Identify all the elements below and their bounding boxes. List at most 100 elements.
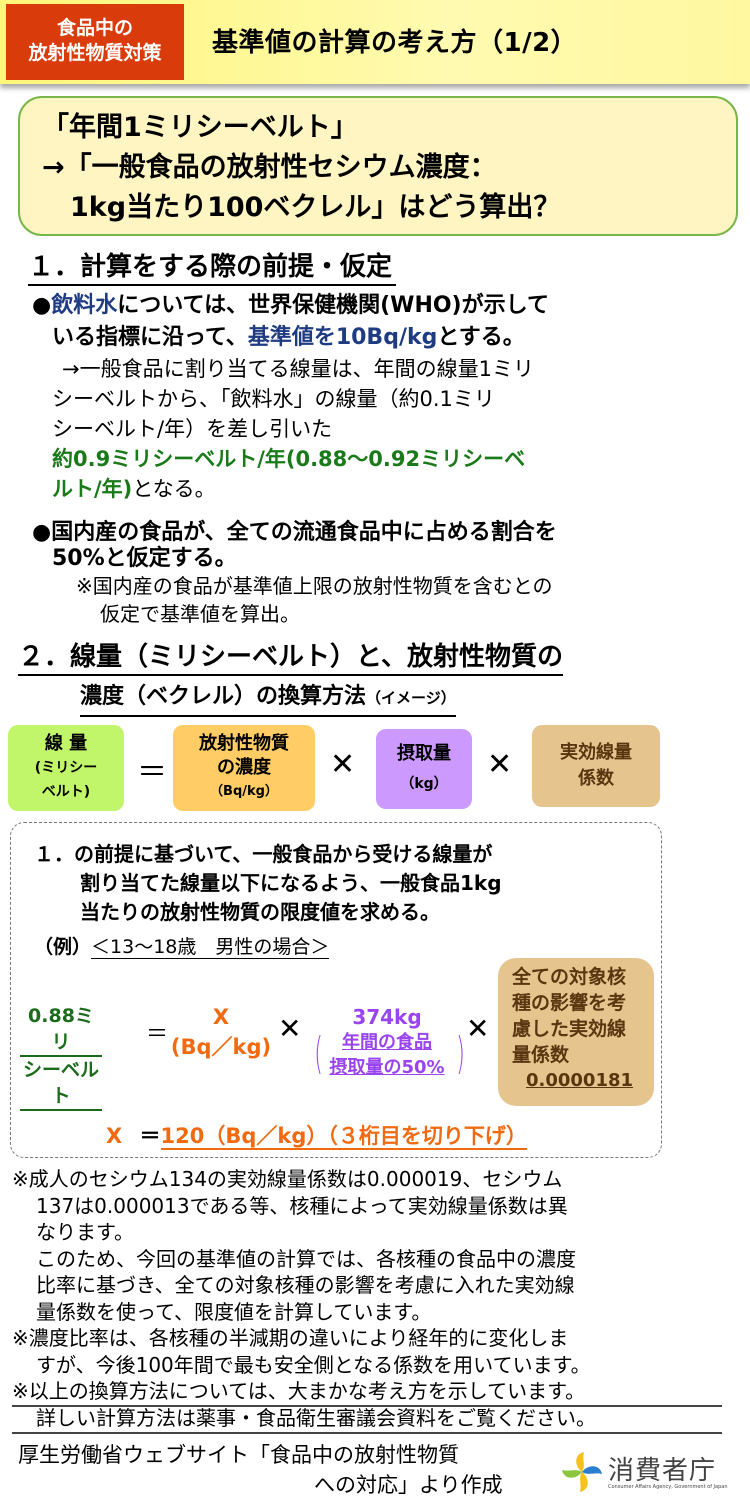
source-credit: 厚生労働省ウェブサイト「食品中の放射性物質 への対応」より作成 [18, 1440, 503, 1500]
note-2-line-1: ※濃度比率は、各核種の半減期の違いにより経年的に変化しま [12, 1326, 569, 1350]
multiply-icon: ✕ [278, 1012, 302, 1045]
multiply-icon: ✕ [487, 747, 513, 782]
section-1-bullet-1: ●飲料水については、世界保健機関(WHO)が示して いる指標に沿って、基準値を1… [32, 290, 732, 504]
example-intro-line-2: 割り当てた線量以下になるよう、一般食品1kg [80, 871, 502, 895]
bullet-2-line-1: 国内産の食品が、全ての流通食品中に占める割合を [51, 520, 557, 545]
question-line-3: 1kg当たり100ベクレル」はどう算出？ [70, 192, 561, 223]
example-x-unit: (Bq／kg) [170, 1035, 272, 1059]
example-intake-note-2: 摂取量の50% [329, 1057, 445, 1078]
concentration-label-2: の濃度 [217, 757, 271, 778]
note-1-line-4: このため、今回の基準値の計算では、各核種の食品中の濃度 [36, 1246, 576, 1271]
example-unknown: X (Bq／kg) [165, 1002, 277, 1062]
standard-value-highlight: 基準値を10Bq/kg [247, 325, 438, 350]
multiply-icon: ✕ [466, 1012, 490, 1045]
result-x: X [106, 1124, 123, 1148]
section-2-heading-text: ２．線量（ミリシーベルト）と、放射性物質の [18, 642, 563, 676]
result-equals: ＝ [139, 1124, 161, 1148]
bullet-marker: ● [32, 293, 52, 318]
page-header: 食品中の 放射性物質対策 基準値の計算の考え方（1/2） [0, 0, 750, 84]
example-dose: 0.88ミリ シーベルト [20, 1003, 102, 1111]
dose-box: 線 量 (ミリシー ベルト) [8, 725, 124, 811]
section-2-heading-suffix: （イメージ） [366, 689, 456, 707]
example-prefix: （例） [34, 936, 92, 958]
source-line-1: 厚生労働省ウェブサイト「食品中の放射性物質 [18, 1443, 459, 1467]
page-title: 基準値の計算の考え方（1/2） [212, 28, 578, 58]
example-calculation-box [10, 822, 662, 1158]
section-2-heading-line-2: 濃度（ベクレル）の換算方法（イメージ） [80, 678, 456, 717]
question-box: 「年間1ミリシーベルト」 →「一般食品の放射性セシウム濃度： 1kg当たり100… [18, 96, 738, 236]
coefficient-label-2: 係数 [578, 768, 614, 789]
note-3-line-2: 詳しい計算方法は薬事・食品衛生審議会資料をご覧ください。 [36, 1405, 596, 1430]
note-1-line-2: 137は0.000013である等、核種によって実効線量係数は異 [36, 1193, 568, 1218]
detail-end: となる。 [132, 477, 216, 501]
detail-line-1: →一般食品に割り当てる線量は、年間の線量1ミリ [62, 357, 534, 381]
example-x: X [212, 1005, 230, 1029]
coefficient-box: 実効線量 係数 [532, 725, 660, 807]
example-result: X ＝120（Bq／kg）（３桁目を切り下げ） [106, 1120, 527, 1150]
allocated-dose-highlight: 約0.9ミリシーベルト/年(0.88～0.92ミリシーベ [52, 447, 526, 471]
coef-line-4: 量係数 [512, 1044, 570, 1066]
note-2-line-2: すが、今後100年間で最も安全側となる係数を用いています。 [36, 1352, 591, 1377]
bullet-marker: ● [32, 520, 52, 545]
example-intake-note-1: 年間の食品 [342, 1032, 432, 1053]
logo-subtext: Consumer Affairs Agency, Government of J… [608, 1484, 728, 1490]
bullet-2-note-1: ※国内産の食品が基準値上限の放射性物質を含むとの [76, 574, 553, 598]
example-equals: ＝ [146, 1022, 169, 1047]
badge-line-2: 放射性物質対策 [28, 42, 162, 64]
right-paren: ) [456, 1028, 465, 1079]
concentration-label-1: 放射性物質 [199, 733, 289, 754]
bullet-1-text-3: とする。 [437, 325, 525, 350]
divider [12, 1405, 722, 1407]
bullet-2-note-2: 仮定で基準値を算出。 [100, 602, 300, 626]
example-intro: １．の前提に基づいて、一般食品から受ける線量が 割り当てた線量以下になるよう、一… [34, 840, 502, 927]
drinking-water-highlight: 飲料水 [51, 293, 118, 318]
example-coefficient-box: 全ての対象核 種の影響を考 慮した実効線 量係数 0.0000181 [498, 958, 654, 1106]
logo-text: 消費者庁 [608, 1456, 717, 1486]
example-case: （例）＜13～18歳 男性の場合＞ [34, 932, 330, 959]
note-1-line-3: なります。 [36, 1220, 134, 1244]
example-dose-numerator: 0.88ミリ [20, 1003, 102, 1057]
coef-line-2: 種の影響を考 [512, 992, 627, 1014]
note-1-line-5: 比率に基づき、全ての対象核種の影響を考慮に入れた実効線 [36, 1273, 575, 1297]
detail-line-2: シーベルトから、「飲料水」の線量（約0.1ミリ [52, 387, 495, 411]
consumer-affairs-agency-logo: 消費者庁 Consumer Affairs Agency, Government… [560, 1450, 740, 1496]
bullet-1-text: については、世界保健機関(WHO)が示して [117, 293, 549, 318]
coef-value: 0.0000181 [526, 1070, 634, 1091]
source-line-2: への対応」より作成 [314, 1473, 503, 1497]
dose-label: 線 量 [44, 733, 88, 754]
example-intake-value: 374kg [352, 1005, 422, 1029]
coef-line-3: 慮した実効線 [512, 1018, 627, 1040]
example-case-label: ＜13～18歳 男性の場合＞ [91, 936, 330, 959]
section-1-bullet-2: ●国内産の食品が、全ての流通食品中に占める割合を 50%と仮定する。 ※国内産の… [32, 520, 732, 628]
concentration-unit: （Bq/kg） [210, 784, 278, 799]
divider [12, 1432, 722, 1434]
allocated-dose-highlight-2: ルト/年) [52, 477, 133, 501]
question-line-1: 「年間1ミリシーベルト」 [42, 112, 358, 143]
detail-line-3: シーベルト/年）を差し引いた [52, 417, 333, 441]
coefficient-label-1: 実効線量 [560, 742, 632, 763]
intake-unit: （kg） [400, 776, 448, 792]
bullet-2-line-2: 50%と仮定する。 [52, 546, 237, 571]
example-dose-denominator: シーベルト [20, 1057, 102, 1111]
badge-line-1: 食品中の [56, 17, 133, 39]
concentration-box: 放射性物質 の濃度 （Bq/kg） [173, 725, 315, 811]
question-line-2: →「一般食品の放射性セシウム濃度： [42, 152, 497, 183]
multiply-icon: ✕ [330, 747, 356, 782]
bullet-1-text-2: いる指標に沿って、 [52, 325, 248, 350]
dose-unit-1: (ミリシー [34, 760, 98, 776]
left-paren: ( [314, 1028, 323, 1079]
intake-label: 摂取量 [397, 743, 451, 764]
footnotes: ※成人のセシウム134の実効線量係数は0.000019、セシウム 137は0.0… [12, 1166, 742, 1431]
dose-unit-2: ベルト) [41, 784, 91, 800]
intake-box: 摂取量 （kg） [376, 729, 472, 809]
example-intro-line-3: 当たりの放射性物質の限度値を求める。 [80, 900, 440, 924]
section-2-heading-line-1: ２．線量（ミリシーベルト）と、放射性物質の [18, 640, 563, 676]
conversion-formula: 線 量 (ミリシー ベルト) ＝ 放射性物質 の濃度 （Bq/kg） ✕ 摂取量… [0, 725, 750, 811]
note-1-line-6: 量係数を使って、限度値を計算しています。 [36, 1299, 432, 1324]
result-value: 120（Bq／kg）（３桁目を切り下げ） [160, 1124, 527, 1150]
note-3-line-1: ※以上の換算方法については、大まかな考え方を示しています。 [12, 1379, 586, 1403]
note-1-line-1: ※成人のセシウム134の実効線量係数は0.000019、セシウム [12, 1167, 563, 1191]
example-intake: 374kg 年間の食品 摂取量の50% [320, 1005, 454, 1080]
section-1-heading: １．計算をする際の前提・仮定 [28, 250, 397, 286]
coef-line-1: 全ての対象核 [512, 966, 627, 988]
